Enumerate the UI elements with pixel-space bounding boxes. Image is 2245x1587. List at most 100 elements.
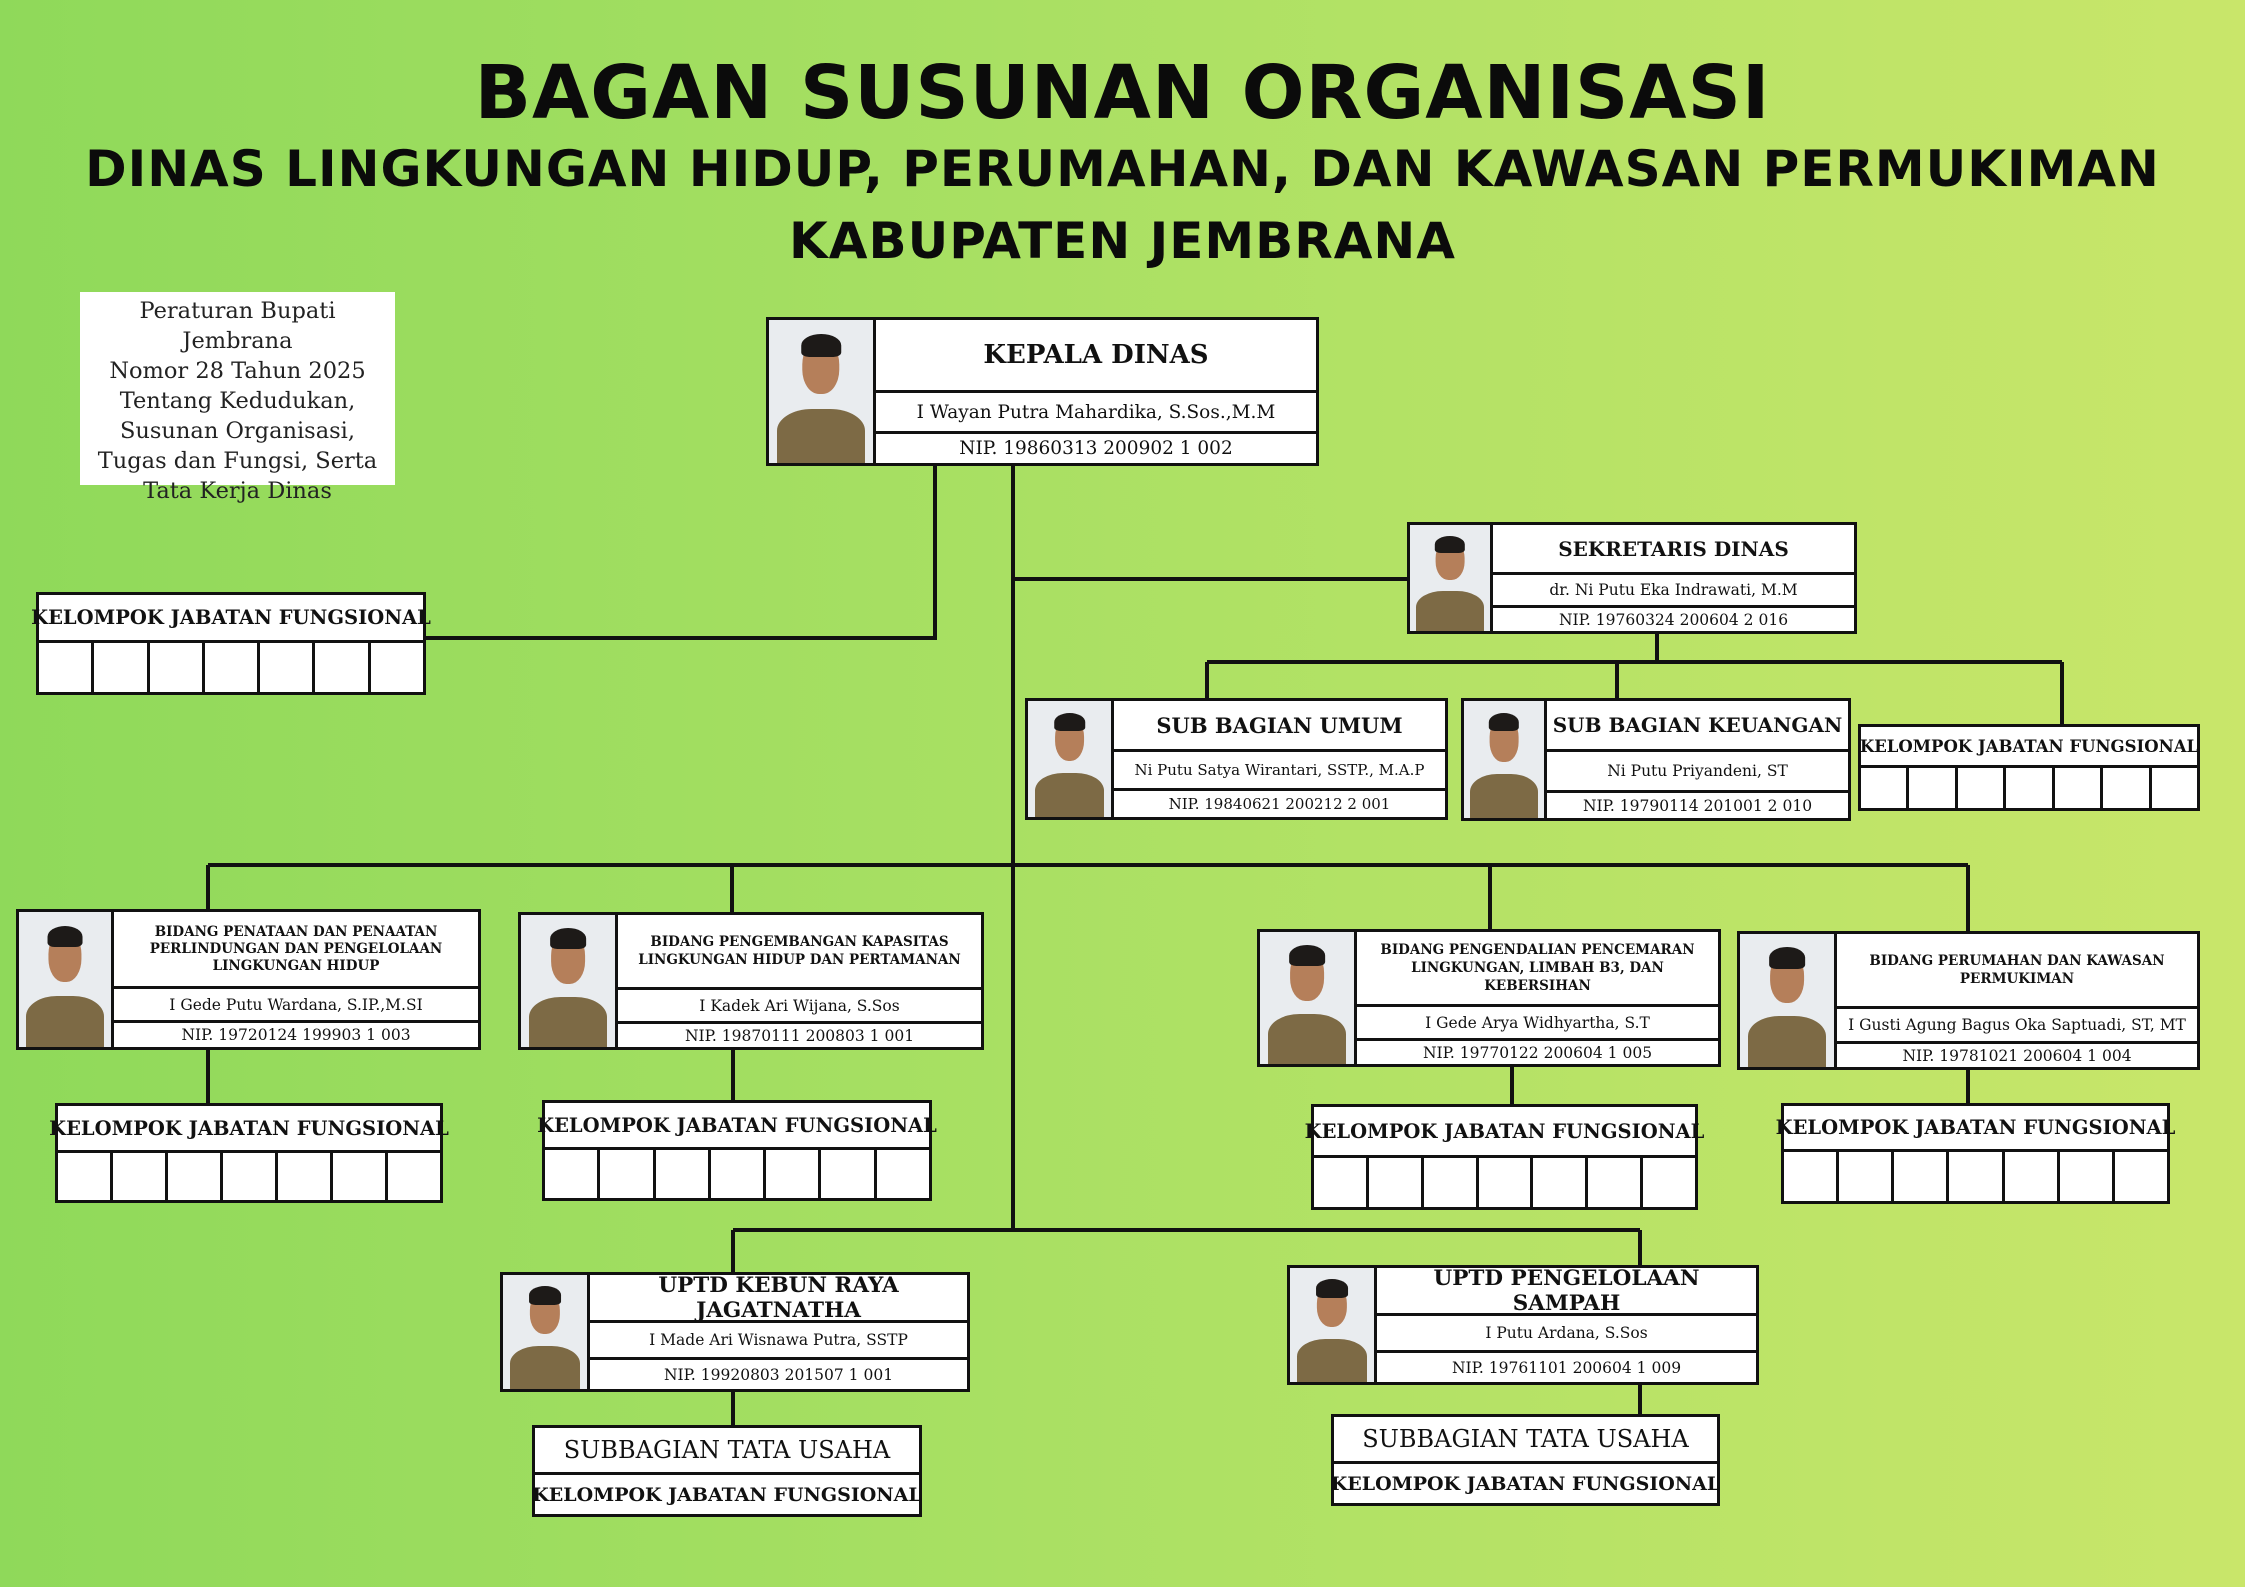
kjf-slot xyxy=(1861,768,1910,811)
uptd2-nip: NIP. 19761101 200604 1 009 xyxy=(1451,1358,1682,1377)
kjf-slot xyxy=(2060,1152,2115,1204)
kjf-bidang2-box: KELOMPOK JABATAN FUNGSIONAL xyxy=(537,1100,937,1201)
uptd1-name: I Made Ari Wisnawa Putra, SSTP xyxy=(590,1323,967,1360)
kjf-slot xyxy=(600,1150,656,1201)
kjf-slot xyxy=(205,643,261,695)
bidang1-photo xyxy=(19,912,114,1047)
kjf-slot xyxy=(1533,1158,1589,1210)
kepala-photo xyxy=(769,320,876,463)
subbag-tu-label: SUBBAGIAN TATA USAHA xyxy=(1362,1425,1689,1453)
subbag-keuangan-title: SUB BAGIAN KEUANGAN xyxy=(1547,701,1848,752)
kjf-label: KELOMPOK JABATAN FUNGSIONAL xyxy=(1860,727,2198,768)
chart-title: BAGAN SUSUNAN ORGANISASI xyxy=(474,50,1771,136)
sekretaris-photo xyxy=(1410,525,1493,631)
subbag-umum-box: SUB BAGIAN UMUM Ni Putu Satya Wirantari,… xyxy=(1025,698,1448,820)
kjf-label: KELOMPOK JABATAN FUNGSIONAL xyxy=(31,595,431,643)
bidang1-title: BIDANG PENATAAN DAN PENAATAN PERLINDUNGA… xyxy=(114,912,478,989)
subbag-keuangan-box: SUB BAGIAN KEUANGAN Ni Putu Priyandeni, … xyxy=(1461,698,1851,821)
note-line: Tata Kerja Dinas xyxy=(143,478,332,504)
kjf-slot xyxy=(260,643,316,695)
kjf-slot xyxy=(1643,1158,1695,1210)
uptd2-photo xyxy=(1290,1268,1377,1382)
bidang4-nip: NIP. 19781021 200604 1 004 xyxy=(1902,1046,2132,1065)
kjf-slot xyxy=(545,1150,601,1201)
uptd1-box: UPTD KEBUN RAYA JAGATNATHA I Made Ari Wi… xyxy=(500,1272,970,1392)
kjf-label: KELOMPOK JABATAN FUNGSIONAL xyxy=(532,1472,922,1514)
bidang3-box: BIDANG PENGENDALIAN PENCEMARAN LINGKUNGA… xyxy=(1257,929,1721,1067)
note-line: Tugas dan Fungsi, Serta xyxy=(97,448,378,474)
bidang2-title: BIDANG PENGEMBANGAN KAPASITAS LINGKUNGAN… xyxy=(618,915,981,990)
kjf-sekretariat-box: KELOMPOK JABATAN FUNGSIONAL xyxy=(1858,724,2200,811)
kjf-label: KELOMPOK JABATAN FUNGSIONAL xyxy=(1776,1106,2175,1152)
kjf-slot xyxy=(766,1150,822,1201)
bidang2-box: BIDANG PENGEMBANGAN KAPASITAS LINGKUNGAN… xyxy=(518,912,984,1050)
bidang1-name: I Gede Putu Wardana, S.IP.,M.SI xyxy=(114,989,478,1023)
subbag-umum-photo xyxy=(1028,701,1114,817)
uptd2-box: UPTD PENGELOLAAN SAMPAH I Putu Ardana, S… xyxy=(1287,1265,1759,1385)
kepala-name: I Wayan Putra Mahardika, S.Sos.,M.M xyxy=(876,393,1316,434)
kjf-slot xyxy=(1479,1158,1534,1210)
sekretaris-title: SEKRETARIS DINAS xyxy=(1493,525,1854,575)
subbag-keuangan-photo xyxy=(1464,701,1547,818)
kjf-slot xyxy=(94,643,150,695)
kjf-label: KELOMPOK JABATAN FUNGSIONAL xyxy=(537,1103,937,1150)
kjf-label: KELOMPOK JABATAN FUNGSIONAL xyxy=(1331,1461,1720,1503)
kjf-slot xyxy=(2055,768,2104,811)
note-line: Tentang Kedudukan, xyxy=(119,388,356,414)
kjf-bidang3-box: KELOMPOK JABATAN FUNGSIONAL xyxy=(1305,1104,1704,1210)
kepala-title: KEPALA DINAS xyxy=(876,320,1316,393)
bidang1-nip: NIP. 19720124 199903 1 003 xyxy=(181,1026,411,1044)
sekretaris-nip: NIP. 19760324 200604 2 016 xyxy=(1558,610,1789,629)
kjf-slot xyxy=(333,1153,388,1203)
bidang2-photo xyxy=(521,915,618,1047)
bidang4-title: BIDANG PERUMAHAN DAN KAWASAN PERMUKIMAN xyxy=(1837,934,2197,1009)
kepala-nip: NIP. 19860313 200902 1 002 xyxy=(959,438,1233,459)
sekretaris-name: dr. Ni Putu Eka Indrawati, M.M xyxy=(1493,575,1854,608)
uptd1-photo xyxy=(503,1275,590,1389)
subbag-tu-label: SUBBAGIAN TATA USAHA xyxy=(563,1436,891,1464)
kjf-slot xyxy=(39,643,95,695)
kjf-slot xyxy=(2115,1152,2167,1204)
uptd1-subunit-box: SUBBAGIAN TATA USAHA KELOMPOK JABATAN FU… xyxy=(532,1425,922,1517)
bidang3-name: I Gede Arya Widhyartha, S.T xyxy=(1357,1007,1718,1041)
kjf-slot xyxy=(278,1153,333,1203)
bidang3-photo xyxy=(1260,932,1357,1064)
kjf-slot xyxy=(1784,1152,1840,1204)
kjf-label: KELOMPOK JABATAN FUNGSIONAL xyxy=(49,1106,449,1153)
kjf-slot xyxy=(1314,1158,1369,1210)
kjf-bidang4-box: KELOMPOK JABATAN FUNGSIONAL xyxy=(1776,1103,2175,1204)
bidang2-nip: NIP. 19870111 200803 1 001 xyxy=(684,1026,915,1045)
kjf-slot xyxy=(2103,768,2152,811)
kjf-slot xyxy=(58,1153,113,1203)
uptd2-title: UPTD PENGELOLAAN SAMPAH xyxy=(1377,1266,1756,1316)
subbag-umum-name: Ni Putu Satya Wirantari, SSTP., M.A.P xyxy=(1114,752,1445,791)
kjf-slot xyxy=(1369,1158,1424,1210)
bidang3-title: BIDANG PENGENDALIAN PENCEMARAN LINGKUNGA… xyxy=(1357,932,1718,1007)
kjf-slot xyxy=(371,643,423,695)
kjf-slot xyxy=(1588,1158,1644,1210)
bidang4-box: BIDANG PERUMAHAN DAN KAWASAN PERMUKIMAN … xyxy=(1737,931,2200,1070)
kepala-to-kjf-line xyxy=(425,465,937,640)
uptd2-name: I Putu Ardana, S.Sos xyxy=(1377,1316,1756,1353)
kjf-slot xyxy=(1909,768,1958,811)
kjf-slot xyxy=(656,1150,711,1201)
kjf-slot xyxy=(1839,1152,1895,1204)
kjf-slot xyxy=(2005,1152,2060,1204)
uptd2-subunit-box: SUBBAGIAN TATA USAHA KELOMPOK JABATAN FU… xyxy=(1331,1414,1720,1506)
bidang1-box: BIDANG PENATAAN DAN PENAATAN PERLINDUNGA… xyxy=(16,909,481,1050)
kjf-slot xyxy=(223,1153,278,1203)
kjf-kepala-box: KELOMPOK JABATAN FUNGSIONAL xyxy=(31,592,431,695)
bidang4-name: I Gusti Agung Bagus Oka Saptuadi, ST, MT xyxy=(1837,1009,2197,1044)
subbag-umum-nip: NIP. 19840621 200212 2 001 xyxy=(1168,795,1391,813)
note-line: Susunan Organisasi, xyxy=(119,418,356,444)
kjf-slot xyxy=(2006,768,2055,811)
subbag-keuangan-nip: NIP. 19790114 201001 2 010 xyxy=(1582,796,1813,815)
kjf-slot xyxy=(150,643,205,695)
subbag-umum-title: SUB BAGIAN UMUM xyxy=(1114,701,1445,752)
chart-region: KABUPATEN JEMBRANA xyxy=(789,212,1456,270)
uptd1-title: UPTD KEBUN RAYA JAGATNATHA xyxy=(590,1273,967,1323)
bidang3-nip: NIP. 19770122 200604 1 005 xyxy=(1422,1043,1653,1062)
bidang2-name: I Kadek Ari Wijana, S.Sos xyxy=(618,990,981,1024)
kjf-slot xyxy=(168,1153,223,1203)
